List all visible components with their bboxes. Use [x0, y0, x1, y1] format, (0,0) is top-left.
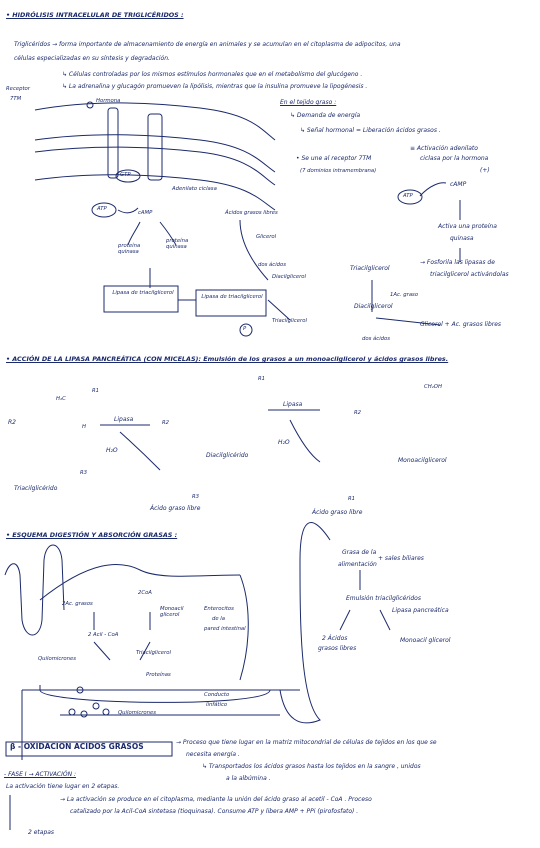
label-acidos-libres: Ácidos grasos libres	[225, 210, 278, 216]
note-glicerol-final: Glicerol + Ac. grasos libres	[420, 321, 502, 328]
label-triacilglicerol: Triacilglicerol	[272, 318, 307, 324]
s4-etapas: 2 etapas	[28, 829, 55, 836]
s3-enterocitos-3: pared intestinal	[204, 626, 246, 632]
note-receptor-1: • Se une al receptor 7TM	[296, 155, 372, 162]
note-camp: cAMP	[450, 181, 467, 188]
label-adenilato: Adenilato ciclasa	[172, 186, 217, 192]
s3-acilcoa: 2 Acil - CoA	[88, 632, 119, 638]
section2-title: • ACCIÓN DE LA LIPASA PANCREÁTICA (CON M…	[6, 355, 449, 363]
label-diacilglicerol: Diacilglicerol	[272, 274, 307, 280]
s3-proteinas: Proteínas	[146, 672, 171, 678]
s3-conducto-2: linfático	[206, 702, 228, 708]
s4-desc-2: necesita energía .	[186, 751, 240, 758]
s4-act-2: catalizado por la Acil-CoA sintetasa (ti…	[70, 808, 359, 815]
section1-line1: Triglicéridos → forma importante de alma…	[14, 41, 401, 48]
section4-title: β - OXIDACIÓN ÁCIDOS GRASOS	[10, 742, 144, 751]
note-fosforila-1: → Fosforila las lipasas de	[420, 259, 495, 266]
chem-h2c-top: H₂C	[56, 396, 66, 402]
s3-enterocitos-2: de la	[212, 616, 226, 622]
chem-r2: R2	[8, 419, 16, 426]
label-7tm: 7TM	[10, 96, 22, 102]
note-demanda: ↳ Demanda de energía	[290, 112, 361, 119]
s3-ac2: 2Ac. grasos	[62, 601, 93, 607]
s4-desc-1: → Proceso que tiene lugar en la matriz m…	[176, 739, 437, 746]
chem-r1b: R1	[258, 376, 266, 382]
note-diacil: Diacilglicerol	[354, 303, 393, 310]
note-receptor-2: (7 dominios intramembrana)	[300, 168, 377, 174]
s3-monoacil-2: Monoacil glicerol	[400, 637, 451, 644]
chem-r1: R1	[92, 388, 100, 394]
label-lipasa-tri: Lipasa de triacilglicerol	[112, 290, 174, 296]
s3-lipasa-panc: Lipasa pancreática	[392, 607, 449, 614]
note-activa-2: ciclasa por la hormona	[420, 155, 489, 162]
lipasa-2: Lipasa	[283, 401, 303, 408]
note-acgraso: 1Ac. graso	[390, 292, 419, 298]
note-fosforila-2: triacilglicerol activándolas	[430, 271, 509, 278]
chem-h: H	[82, 424, 86, 430]
s3-cgl: 2CoA	[138, 590, 152, 596]
acido-1: Ácido graso libre	[150, 505, 201, 512]
chem-r2b: R2	[162, 420, 170, 426]
acido-2: Ácido graso libre	[312, 509, 363, 516]
chem-r3: R3	[80, 470, 88, 476]
s4-desc-3: ↳ Transportados los ácidos grasos hasta …	[202, 763, 421, 770]
section1-line3: ↳ Células controladas por los mismos est…	[62, 71, 363, 78]
s3-grasa-1: Grasa de la	[342, 549, 377, 556]
note-dos-acidos: dos ácidos	[362, 336, 391, 342]
note-atp: ATP	[403, 193, 413, 199]
triacil-label: Triacilglicérido	[14, 485, 58, 492]
chem-r2c: R2	[354, 410, 362, 416]
note-activa-prot-1: Activa una proteína	[438, 223, 497, 230]
s3-quilomicrones-2: Quilomicrones	[118, 710, 157, 716]
chem-r1c: R1	[348, 496, 356, 502]
s3-triacil: Triacilglicerol	[136, 650, 171, 656]
label-dos-acidos: dos ácidos	[258, 262, 287, 268]
label-proteina-quinasa-2: proteína quinasa	[166, 238, 189, 251]
label-atp: ATP	[97, 206, 107, 212]
monoacil-label: Monoacilglicerol	[398, 457, 447, 464]
s3-quilomicrones: Quilomicrones	[38, 656, 77, 662]
label-lipasa-tri-p: Lipasa de triacilglicerol	[201, 294, 263, 300]
section3-title: • ESQUEMA DIGESTIÓN Y ABSORCIÓN GRASAS :	[6, 531, 178, 539]
label-gtp: GTP	[120, 172, 131, 178]
section1-title: • HIDRÓLISIS INTRACELULAR DE TRIGLICÉRID…	[6, 11, 184, 19]
note-activa-1: ≡ Activación adenilato	[410, 145, 478, 152]
chem-r3b: R3	[192, 494, 200, 500]
s3-monoacil: Monoacil glicerol	[160, 606, 184, 619]
section1-line2: células especializadas en su síntesis y …	[14, 55, 170, 62]
label-receptor: Receptor	[6, 86, 30, 92]
label-proteina-quinasa-1: proteína quinasa	[118, 243, 141, 256]
label-camp: cAMP	[138, 210, 153, 216]
s4-fase: - FASE I → ACTIVACIÓN :	[4, 771, 77, 778]
section1-line4: ↳ La adrenalina y glucagón promueven la …	[62, 83, 368, 90]
lipasa-1: Lipasa	[114, 416, 134, 423]
s4-desc-4: a la albúmina .	[226, 775, 271, 782]
note-senal: ↳ Señal hormonal = Liberación ácidos gra…	[300, 127, 441, 134]
s3-dos-ac-1: 2 Ácidos	[322, 635, 348, 642]
label-p: P	[243, 326, 247, 332]
note-tejido: En el tejido graso :	[280, 99, 337, 106]
note-activa-prot-2: quinasa	[450, 235, 474, 242]
s3-emulsion: Emulsión triacilglicéridos	[346, 595, 421, 602]
s3-enterocitos-1: Enterocitos	[204, 606, 234, 612]
diacil-label: Diacilglicérido	[206, 452, 249, 459]
h2o-1: H₂O	[106, 447, 118, 454]
chem-ch2oh: CH₂OH	[424, 384, 442, 390]
label-glicerol: Glicerol	[256, 234, 277, 240]
h2o-2: H₂O	[278, 439, 290, 446]
s3-grasa-2: alimentación	[338, 561, 377, 568]
s4-act-1: → La activación se produce en el citopla…	[60, 796, 372, 803]
s3-dos-ac-2: grasos libres	[318, 645, 357, 652]
label-hormona: Hormona	[96, 98, 121, 104]
note-plus: (+)	[480, 167, 490, 174]
note-triacil: Triacilglicerol	[350, 265, 390, 272]
s3-conducto-1: Conducto	[204, 692, 230, 698]
s3-sales: + sales biliares	[378, 555, 424, 562]
s4-fase-line: La activación tiene lugar en 2 etapas.	[6, 783, 120, 790]
